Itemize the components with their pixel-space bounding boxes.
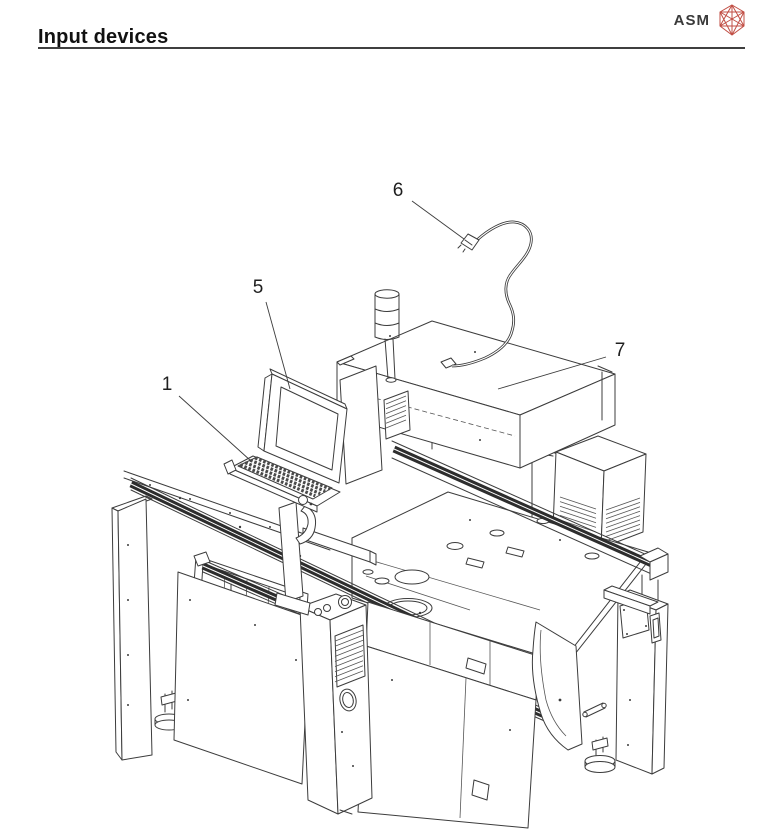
brand-name: ASM bbox=[673, 11, 710, 29]
signal-tower bbox=[374, 289, 400, 383]
callout-number-5: 5 bbox=[252, 277, 264, 298]
keyboard-arm bbox=[274, 501, 377, 616]
keyboard-tray bbox=[223, 455, 341, 513]
callout-number-6: 6 bbox=[392, 180, 404, 201]
page-title: Input devices bbox=[38, 26, 169, 48]
gantry-beam bbox=[339, 365, 411, 485]
monitor-housing-unit bbox=[336, 320, 616, 469]
right-pillar bbox=[582, 585, 669, 775]
monitor-screen bbox=[275, 386, 339, 471]
callout-leader-5 bbox=[265, 301, 291, 390]
leveling-foot bbox=[584, 736, 616, 773]
callout-leader-7 bbox=[497, 356, 607, 390]
brand-logo: ASM bbox=[674, 4, 747, 36]
callout-leader-6 bbox=[411, 200, 465, 240]
rear-gantry-rail bbox=[391, 440, 669, 603]
button bbox=[314, 608, 322, 616]
asm-polyhedron-icon bbox=[719, 4, 745, 36]
callout-number-1: 1 bbox=[161, 374, 173, 395]
emergency-stop-button bbox=[338, 595, 352, 609]
louver-grille-icon bbox=[334, 629, 364, 683]
keyboard-keys bbox=[239, 456, 331, 498]
louver-grille-icon bbox=[385, 395, 407, 429]
latch-handle bbox=[649, 612, 662, 644]
callout-number-7: 7 bbox=[614, 340, 626, 361]
front-cabinet bbox=[299, 593, 373, 815]
cable-plug bbox=[460, 233, 480, 251]
rear-right-cabinet bbox=[552, 435, 647, 549]
page-header: Input devices ASM bbox=[0, 0, 781, 60]
front-right-section bbox=[357, 601, 583, 829]
monitor bbox=[257, 368, 348, 484]
curved-cover bbox=[531, 621, 583, 751]
front-left-panel bbox=[173, 571, 311, 785]
callout-leaders bbox=[178, 200, 607, 462]
title-rule bbox=[38, 47, 745, 49]
data-cable bbox=[451, 220, 533, 368]
left-side-panel bbox=[111, 495, 184, 761]
floor-pin bbox=[582, 702, 607, 718]
louver-grille-icon bbox=[605, 497, 641, 542]
button bbox=[323, 604, 331, 612]
callout-leader-1 bbox=[178, 395, 252, 462]
trackball bbox=[298, 495, 308, 505]
